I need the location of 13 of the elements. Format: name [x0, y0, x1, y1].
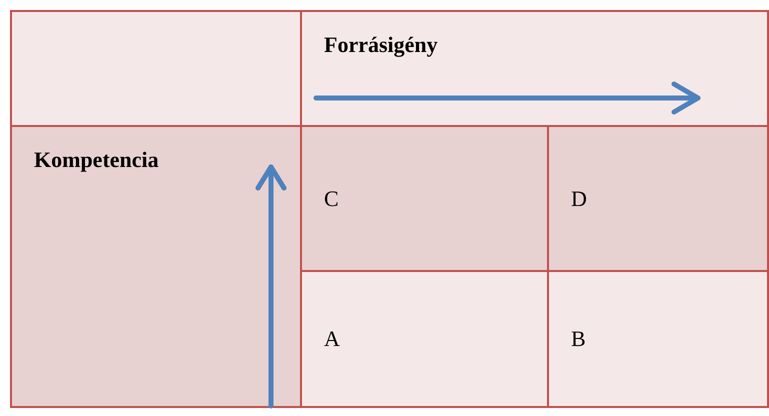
axis-heading: Kompetencia: [34, 147, 159, 173]
table-cell: [547, 270, 769, 408]
axis-heading: Forrásigény: [324, 32, 438, 58]
quadrant-label: A: [324, 326, 340, 352]
table-cell: [300, 270, 549, 408]
quadrant-label: D: [571, 186, 587, 212]
table-cell: [300, 10, 769, 127]
table-cell: [10, 10, 302, 127]
table-cell: [10, 125, 302, 408]
table-cell: [547, 125, 769, 272]
quadrant-label: C: [324, 186, 339, 212]
table-cell: [300, 125, 549, 272]
quadrant-label: B: [571, 326, 586, 352]
